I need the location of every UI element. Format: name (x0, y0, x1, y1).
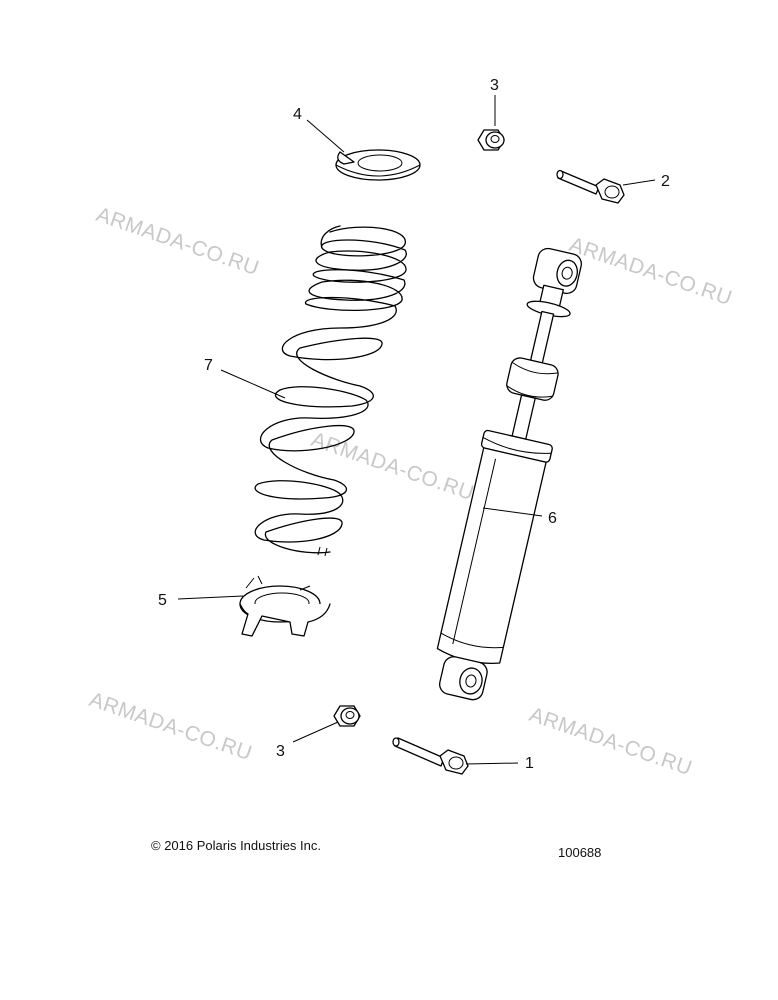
leader-line (177, 595, 244, 600)
watermark: ARMADA-CO.RU (526, 703, 695, 780)
coil-spring (254, 225, 407, 557)
leader-line (306, 119, 345, 153)
callout-2: 2 (661, 173, 670, 190)
watermark: ARMADA-CO.RU (566, 233, 735, 310)
figure-number: 100688 (558, 845, 602, 860)
watermark: ARMADA-CO.RU (93, 203, 262, 280)
callout-3-top: 3 (490, 77, 499, 94)
watermark: ARMADA-CO.RU (308, 428, 477, 505)
flange-nut-bottom (333, 705, 361, 727)
leader-line (482, 507, 543, 517)
callout-7: 7 (204, 357, 213, 374)
callout-6: 6 (548, 510, 557, 527)
callout-1: 1 (525, 755, 534, 772)
leader-line (220, 369, 286, 399)
shock-absorber (436, 247, 582, 701)
callout-3-bottom: 3 (276, 743, 285, 760)
bolt-bottom (392, 737, 469, 775)
callout-4: 4 (293, 106, 302, 123)
watermark: ARMADA-CO.RU (86, 688, 255, 765)
copyright-notice: © 2016 Polaris Industries Inc. (151, 838, 321, 853)
flange-nut-top (477, 129, 505, 151)
callout-5: 5 (158, 592, 167, 609)
spring-seat-lower (239, 575, 331, 637)
bolt-top (556, 169, 625, 204)
leader-line (622, 179, 656, 186)
leader-line (465, 762, 519, 765)
leader-line (292, 721, 339, 743)
spring-seat-upper (335, 149, 421, 181)
